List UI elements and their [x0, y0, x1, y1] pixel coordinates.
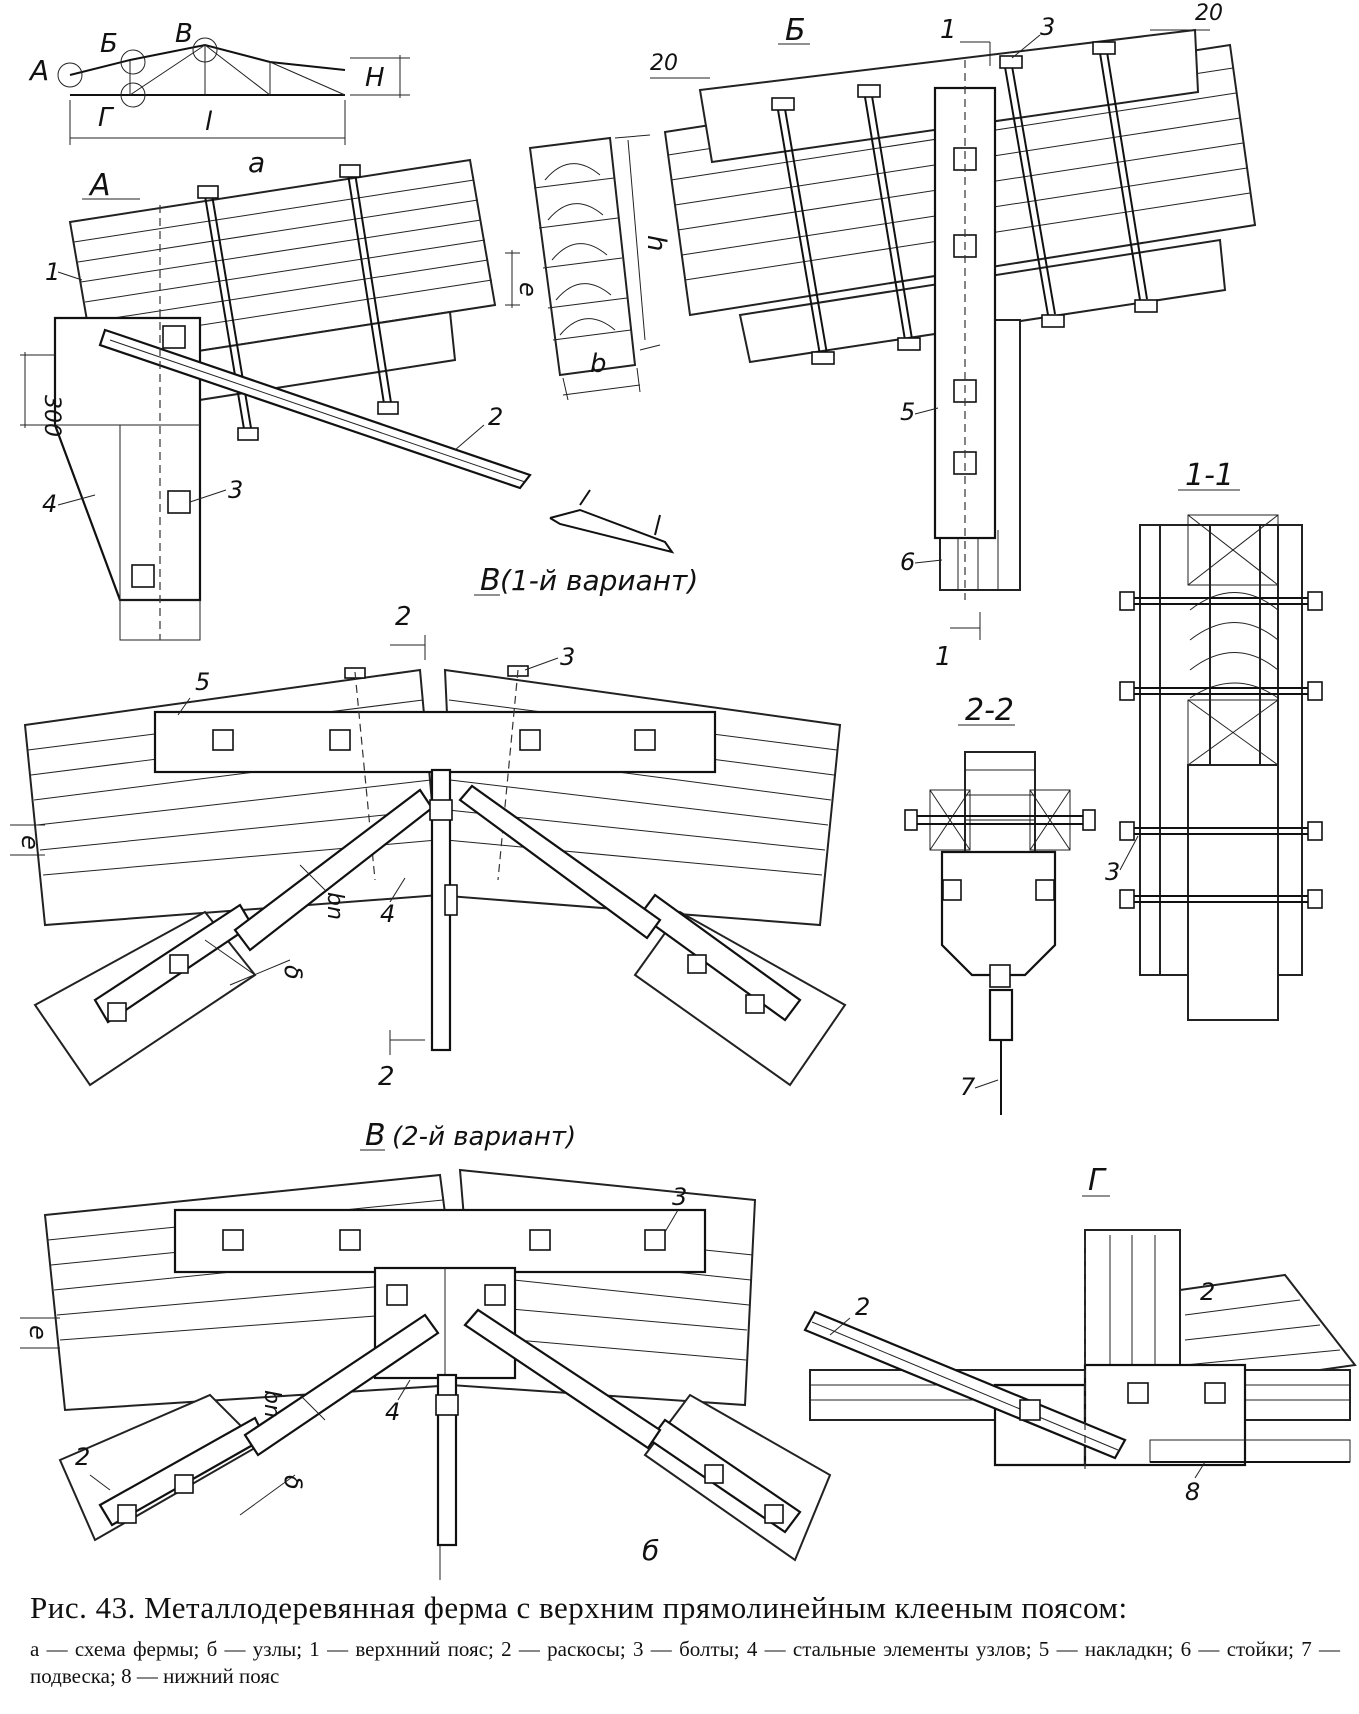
- node-A-label-3: 3: [228, 476, 243, 504]
- node-V1-cut-2-top: 2: [395, 602, 412, 632]
- node-V2-label-4: 4: [385, 1398, 400, 1426]
- node-V1-variant: (1-й вариант): [500, 564, 698, 597]
- section-2-2: 2-2 7: [904, 693, 1096, 1115]
- node-B-label-6: 6: [900, 548, 915, 576]
- node-B-cut-1-bottom: 1: [935, 642, 952, 672]
- node-V2-dim-bn: bn: [259, 1390, 284, 1418]
- node-A-dim-300: 300: [39, 395, 64, 437]
- node-V1-label-5: 5: [195, 668, 210, 696]
- node-A-label-1: 1: [45, 258, 60, 286]
- node-G: Г 2 2 8: [803, 1163, 1357, 1506]
- section-label-h: h: [641, 235, 671, 251]
- node-B-cut-1-top: 1: [940, 15, 957, 45]
- caption-legend: а — схема фермы; б — узлы; 1 — верхнний …: [30, 1637, 1340, 1688]
- node-V2-title: В: [365, 1118, 386, 1153]
- node-V-variant-1: В (1-й вариант) 5 3 4 2 2 е bn δ: [10, 563, 847, 1092]
- node-V2-dim-e: е: [24, 1325, 52, 1340]
- section-label-b: b: [590, 349, 607, 379]
- node-V1-cut-2-bottom: 2: [378, 1062, 395, 1092]
- section-2-2-label-7: 7: [960, 1073, 976, 1101]
- scheme-label-A: А: [28, 54, 49, 87]
- node-G-label-2-right: 2: [1200, 1278, 1215, 1306]
- truss-drawing: А Б В Г l H а: [10, 1, 1357, 1580]
- node-V2-label-2: 2: [75, 1443, 90, 1471]
- node-V1-dim-delta: δ: [279, 965, 307, 980]
- section-1-1-label-3: 3: [1105, 858, 1120, 886]
- node-A-label-2: 2: [488, 403, 503, 431]
- node-V1-label-3: 3: [560, 643, 575, 671]
- scheme-label-H: H: [365, 63, 385, 93]
- node-V2-variant: (2-й вариант): [392, 1122, 576, 1152]
- node-V1-label-4: 4: [380, 900, 395, 928]
- node-A-label-4: 4: [42, 490, 57, 518]
- node-A-title: А: [88, 168, 111, 203]
- node-B-dim-20-right: 20: [1195, 1, 1223, 26]
- node-B: Б 20 20 1 1 3 5 6: [650, 1, 1257, 672]
- node-V-variant-2: В (2-й вариант) 3 4 2 е bn δ б: [20, 1118, 832, 1580]
- node-V1-dim-e: е: [16, 835, 44, 850]
- node-V2-dim-delta: δ: [279, 1475, 307, 1490]
- node-B-title: Б: [785, 13, 806, 48]
- node-A-dim-e: е: [514, 282, 542, 297]
- truss-scheme: А Б В Г l H а: [28, 19, 410, 179]
- scheme-label-V: В: [175, 19, 193, 49]
- node-B-dim-20-left: 20: [650, 51, 678, 76]
- node-V2-label-3: 3: [672, 1183, 687, 1211]
- scheme-label-B: Б: [100, 29, 118, 59]
- node-B-label-3: 3: [1040, 13, 1055, 41]
- node-V1-title: В: [480, 563, 501, 598]
- section-1-1-title: 1-1: [1185, 458, 1234, 493]
- section-glulam: h b: [528, 134, 671, 401]
- caption-title: Рис. 43. Металлодеревянная ферма с верхн…: [30, 1590, 1128, 1625]
- section-2-2-title: 2-2: [965, 693, 1014, 728]
- scheme-label-l: l: [205, 107, 213, 137]
- node-V1-dim-bn: bn: [322, 892, 347, 920]
- node-V2-sub-b: б: [642, 1534, 659, 1567]
- node-A: А 1 2 3 4 300 е: [20, 158, 675, 641]
- node-G-title: Г: [1088, 1163, 1107, 1198]
- scheme-label-G: Г: [98, 103, 115, 133]
- scheme-label-a: а: [248, 146, 265, 179]
- node-G-label-8: 8: [1185, 1478, 1200, 1506]
- section-1-1: 1-1 3: [1105, 458, 1323, 1021]
- node-B-label-5: 5: [900, 398, 915, 426]
- node-G-label-2-left: 2: [855, 1293, 870, 1321]
